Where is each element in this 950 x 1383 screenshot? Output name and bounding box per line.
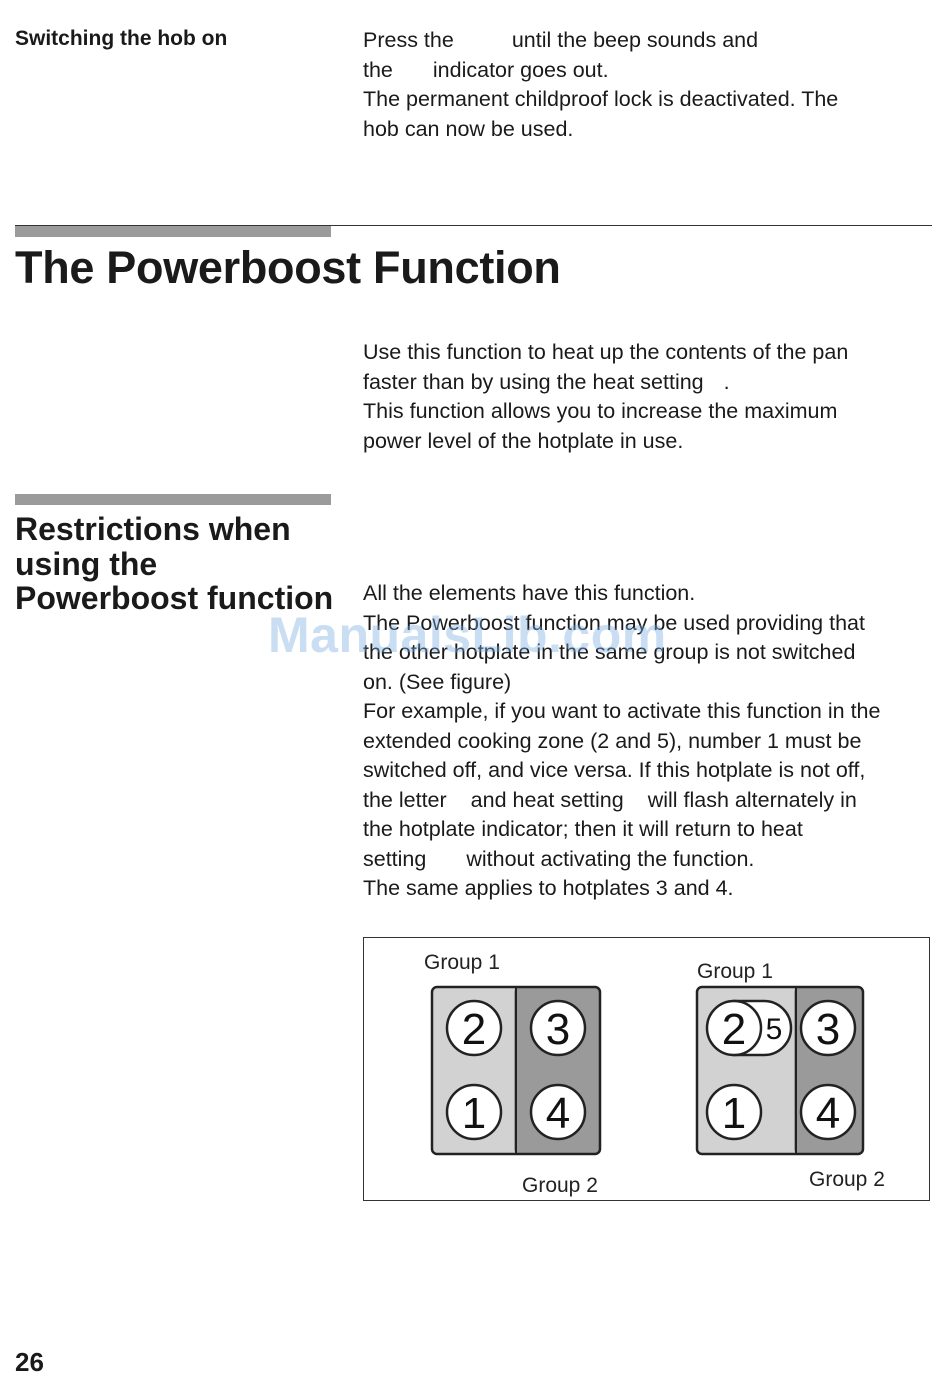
hotplate-zone — [799, 999, 857, 1057]
restrictions-text: on. (See figure) — [363, 669, 512, 694]
hotplate-diagram: 2 3 1 4 Group 1 Group 2 2 5 3 1 4 Group … — [424, 951, 885, 1197]
zone-number: 2 — [722, 1005, 746, 1054]
zone-number: 1 — [722, 1089, 746, 1138]
powerboost-paragraph: Use this function to heat up the content… — [363, 338, 933, 456]
zone-number: 4 — [546, 1089, 570, 1138]
section-divider-bar — [15, 494, 331, 505]
restrictions-text: the other hotplate in the same group is … — [363, 640, 856, 664]
hob-diagram-left: 2 3 1 4 Group 1 Group 2 — [424, 951, 602, 1197]
powerboost-text: faster than by using the heat setting — [363, 369, 704, 394]
section-label-switching: Switching the hob on — [15, 27, 228, 50]
switching-text: until the beep sounds and — [511, 28, 759, 52]
restrictions-text: For example, if you want to activate thi… — [363, 699, 881, 723]
hob-outline — [695, 985, 865, 1156]
restrictions-paragraph: All the elements have this function. The… — [363, 579, 938, 904]
restrictions-text: without activating the function. — [466, 846, 755, 871]
powerboost-text: . — [723, 369, 730, 394]
hotplate-groups-figure: 2 3 1 4 Group 1 Group 2 2 5 3 1 4 Group … — [363, 937, 930, 1201]
restrictions-text: and heat setting — [470, 787, 624, 812]
hotplate-zone — [529, 999, 587, 1057]
restrictions-text: The Powerboost function may be used prov… — [363, 610, 865, 635]
zone-number: 1 — [462, 1089, 486, 1138]
section-divider — [15, 225, 932, 226]
restrictions-text: setting — [363, 846, 427, 871]
restrictions-text: extended cooking zone (2 and 5), number … — [363, 728, 862, 753]
zone-number: 3 — [546, 1005, 570, 1054]
zone-number: 3 — [816, 1005, 840, 1054]
powerboost-text: This function allows you to increase the… — [363, 399, 838, 423]
zone-number: 4 — [816, 1089, 840, 1138]
page-title: The Powerboost Function — [15, 242, 561, 293]
restrictions-text: will flash alternately in — [647, 787, 857, 812]
restrictions-text: the letter — [363, 787, 447, 812]
hotplate-zone — [799, 1083, 857, 1141]
zone-number: 5 — [766, 1013, 783, 1046]
group-1-label: Group 1 — [697, 960, 773, 983]
switching-text: The permanent childproof lock is deactiv… — [363, 87, 839, 111]
hob-diagram-right: 2 5 3 1 4 Group 1 Group 2 — [695, 960, 885, 1191]
zone-number: 2 — [462, 1005, 486, 1054]
restrictions-text: The same applies to hotplates 3 and 4. — [363, 876, 734, 900]
group-2-label: Group 2 — [809, 1168, 885, 1191]
hotplate-zone — [445, 1083, 503, 1141]
hotplate-zone — [705, 999, 763, 1057]
switching-text: indicator goes out. — [432, 57, 609, 82]
switching-paragraph: Press the until the beep sounds and the in… — [363, 26, 933, 144]
group-2-label: Group 2 — [522, 1174, 598, 1197]
section-divider-bar — [15, 226, 331, 237]
page-number: 26 — [15, 1347, 44, 1377]
powerboost-text: power level of the hotplate in use. — [363, 428, 684, 453]
powerboost-text: Use this function to heat up the content… — [363, 340, 849, 364]
restrictions-text: All the elements have this function. — [363, 581, 696, 605]
restrictions-text: the hotplate indicator; then it will ret… — [363, 817, 803, 841]
switching-text: the — [363, 57, 393, 82]
restrictions-text: switched off, and vice versa. If this ho… — [363, 758, 866, 782]
group-1-label: Group 1 — [424, 951, 500, 974]
hotplate-zone — [529, 1083, 587, 1141]
section-heading-restrictions: Restrictions when using the Powerboost f… — [15, 511, 334, 616]
switching-text: hob can now be used. — [363, 116, 574, 141]
watermark: ManualsLib.com — [268, 607, 667, 663]
hotplate-zone — [705, 1083, 763, 1141]
hotplate-zone — [445, 999, 503, 1057]
switching-text: Press the — [363, 28, 454, 52]
